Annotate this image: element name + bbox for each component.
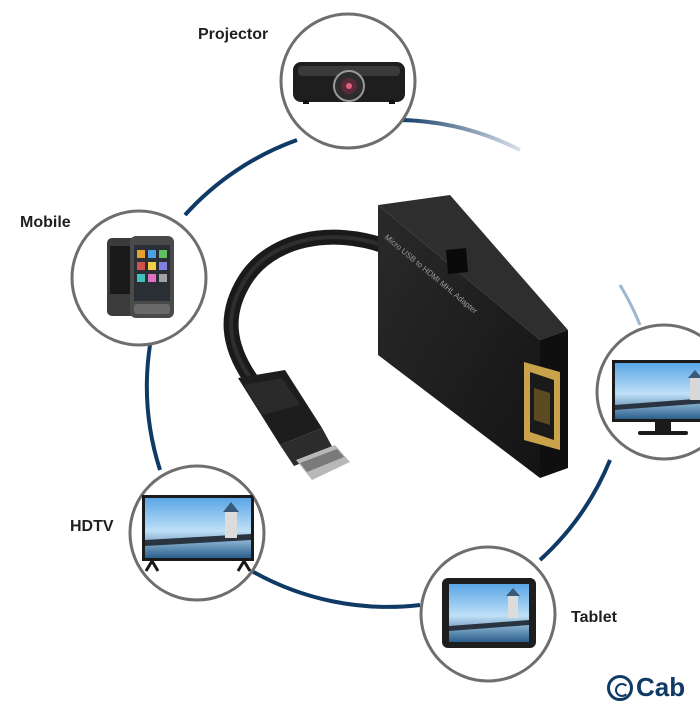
projector-image	[293, 62, 405, 104]
tablet-label: Tablet	[571, 609, 617, 626]
hdtv-circle	[128, 464, 266, 602]
brand-logo-icon	[607, 675, 633, 701]
brand-name: Cab	[636, 672, 686, 702]
mobile-label: Mobile	[20, 214, 71, 231]
tablet-image	[442, 578, 536, 648]
hdtv-label: HDTV	[70, 518, 114, 535]
tv-circle	[595, 323, 700, 461]
tv-image	[612, 360, 700, 435]
hdmi-port	[524, 362, 560, 450]
connection-ring	[144, 118, 642, 609]
adapter-cable	[223, 229, 398, 393]
micro-usb-plug	[238, 370, 350, 480]
projector-label: Projector	[198, 26, 269, 43]
mobile-phones-image	[107, 236, 174, 318]
mobile-circle	[70, 209, 208, 347]
hdtv-image	[142, 495, 254, 572]
projector-circle	[279, 12, 417, 150]
tablet-circle	[419, 545, 557, 683]
